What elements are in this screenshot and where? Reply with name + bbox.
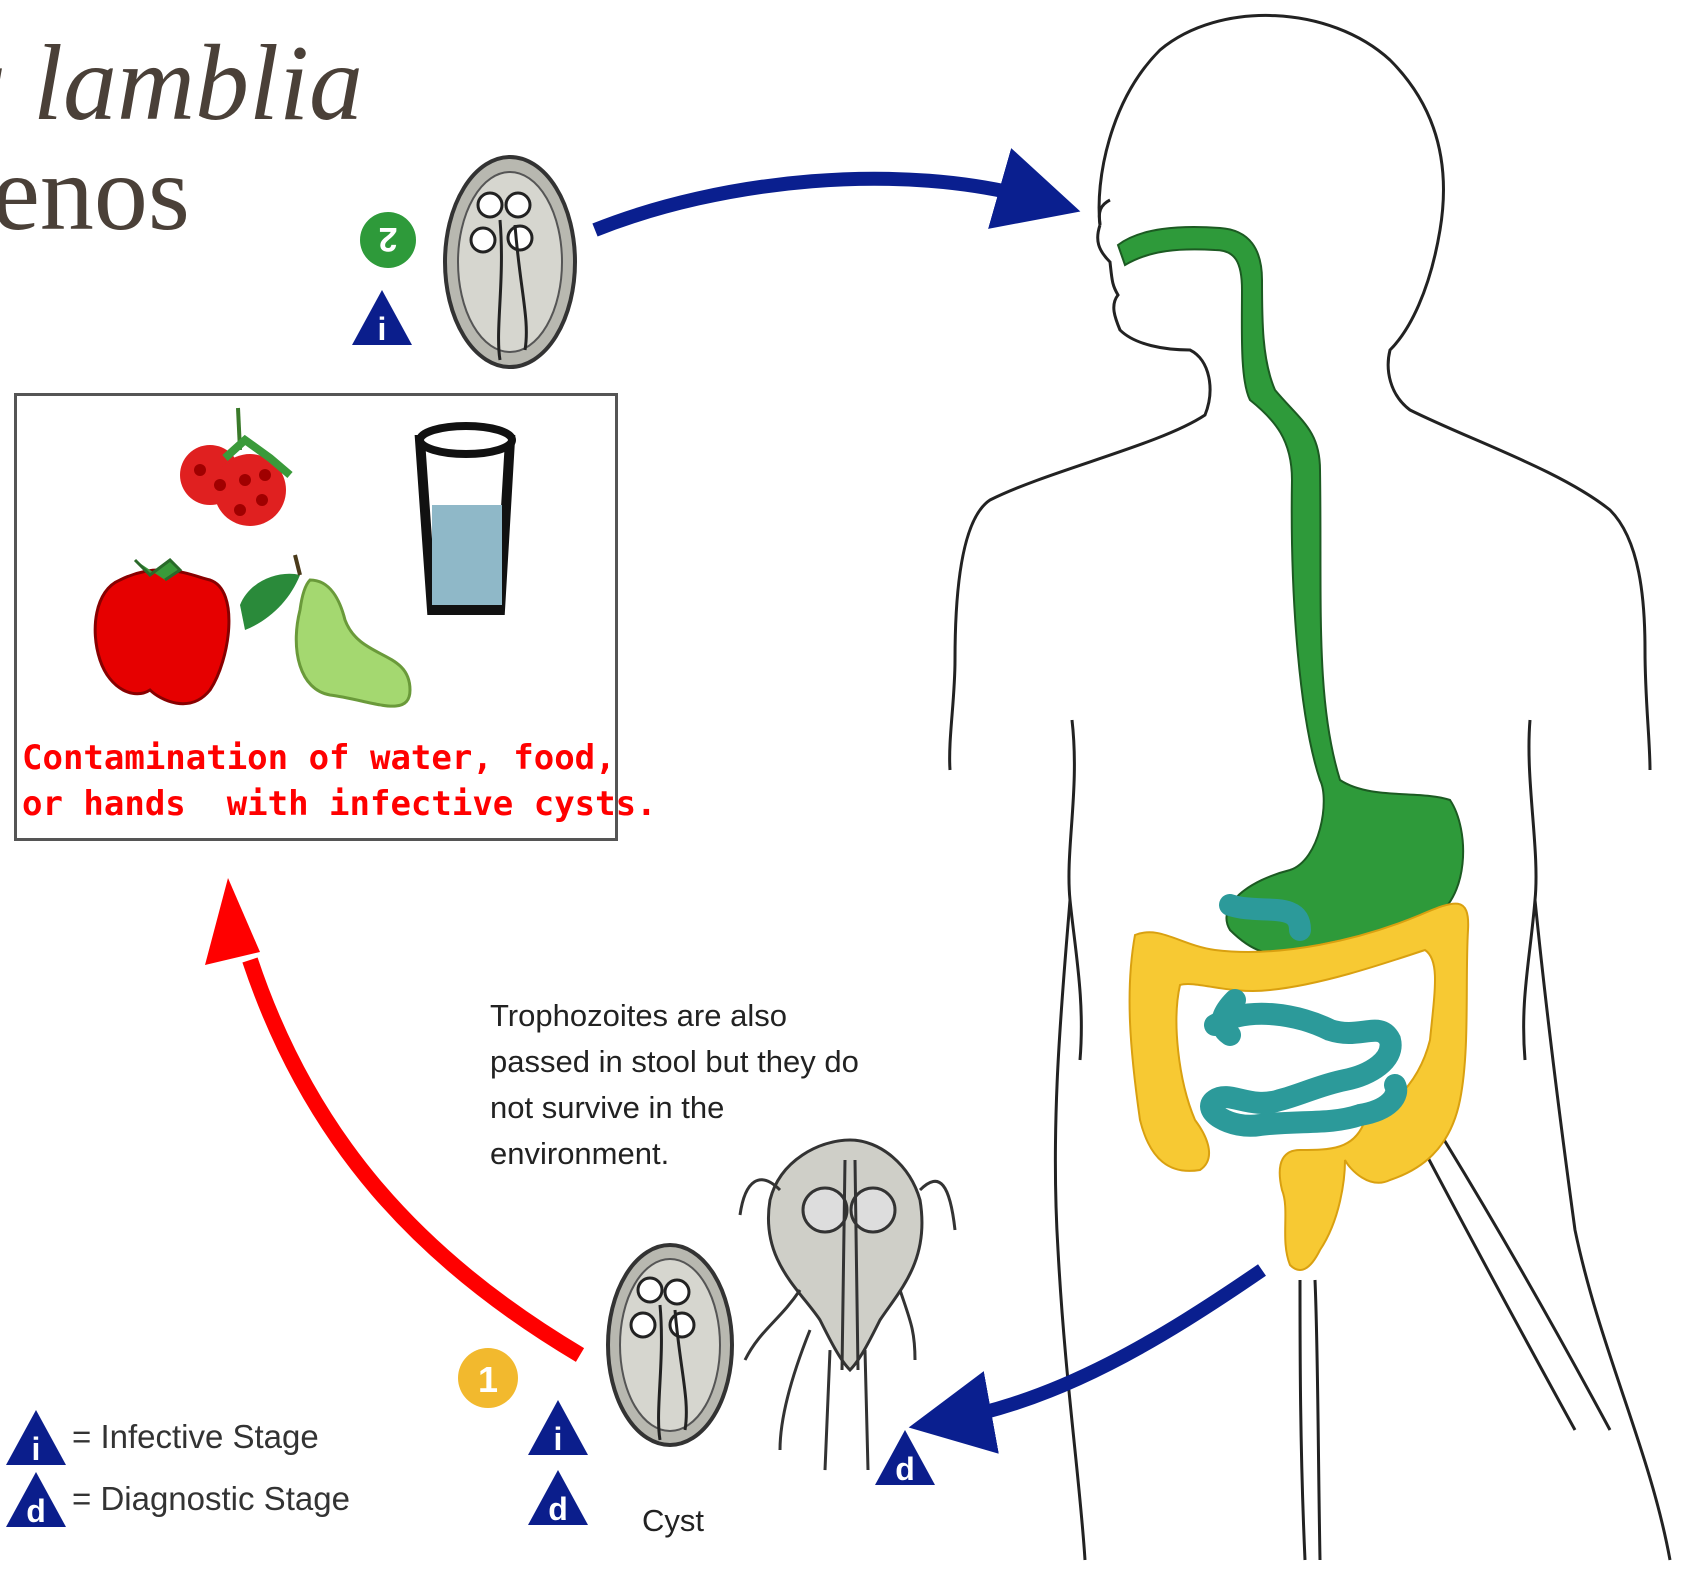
diagnostic-symbol-trophozoite: d xyxy=(875,1430,935,1487)
svg-text:i: i xyxy=(554,1421,563,1457)
legend-infective-icon: i xyxy=(6,1410,66,1467)
trophozoite xyxy=(740,1140,955,1470)
human-body-outline xyxy=(950,15,1670,1560)
infective-symbol-top: i xyxy=(352,290,412,347)
apple-illustration xyxy=(95,560,229,704)
legend-diagnostic-icon: d xyxy=(6,1472,66,1529)
cyst-label: Cyst xyxy=(642,1503,704,1539)
svg-text:2: 2 xyxy=(379,220,398,258)
legend-infective-label: = Infective Stage xyxy=(72,1418,319,1456)
legend-diagnostic-label: = Diagnostic Stage xyxy=(72,1480,350,1518)
svg-text:d: d xyxy=(895,1451,915,1487)
step-1-badge: 1 xyxy=(458,1348,518,1408)
step-2-badge: 2 xyxy=(360,212,416,268)
svg-text:i: i xyxy=(378,311,387,347)
diagnostic-symbol-bottom: d xyxy=(528,1470,588,1527)
svg-text:i: i xyxy=(32,1431,41,1467)
legend-infective: = Infective Stage xyxy=(72,1418,319,1456)
esophagus-and-stomach xyxy=(1118,227,1463,954)
legend-diagnostic: = Diagnostic Stage xyxy=(72,1480,350,1518)
pear-illustration xyxy=(240,555,410,706)
ingestion-arrow xyxy=(595,179,1040,230)
trophozoite-note: Trophozoites are also passed in stool bu… xyxy=(490,993,890,1177)
contamination-caption: Contamination of water, food, or hands w… xyxy=(22,735,657,827)
glass-of-water-icon xyxy=(420,426,512,610)
infective-symbol-bottom: i xyxy=(528,1400,588,1457)
diagnostic-cyst-bottom xyxy=(608,1245,732,1445)
excretion-arrow xyxy=(950,1270,1262,1420)
raspberries-illustration xyxy=(180,408,290,526)
svg-text:d: d xyxy=(548,1491,568,1527)
svg-text:1: 1 xyxy=(478,1359,498,1400)
svg-text:d: d xyxy=(26,1493,46,1529)
infective-cyst-top xyxy=(445,157,575,367)
